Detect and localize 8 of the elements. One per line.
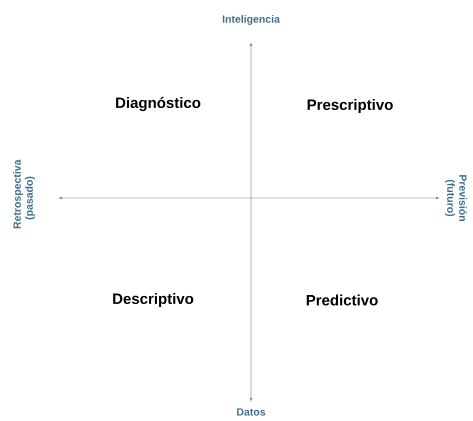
- quadrant-label: Prescriptivo: [308, 99, 393, 113]
- quadrant-label: Diagnóstico: [116, 96, 200, 112]
- quadrant-label: Descriptivo: [113, 293, 194, 307]
- axis-label: Datos: [237, 408, 266, 416]
- axis-label: Previsión (futuro): [445, 175, 467, 221]
- quadrant-label: Predictivo: [306, 294, 378, 306]
- axis-label: Retrospectiva (pasado): [13, 160, 35, 228]
- axis-label: Inteligencia: [222, 15, 280, 25]
